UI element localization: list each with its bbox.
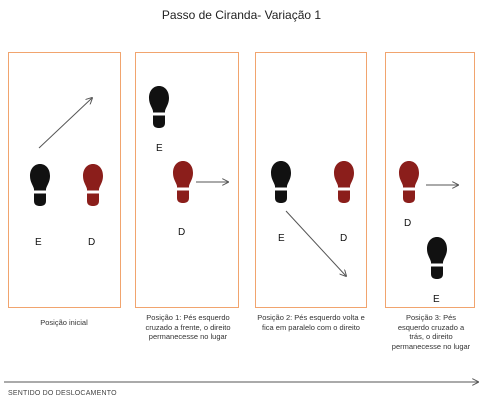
left-foot-label: E bbox=[35, 237, 42, 248]
right-foot-icon bbox=[399, 161, 419, 203]
right-foot-icon bbox=[173, 161, 193, 203]
panel-2-caption: Posição 1: Pés esquerdo cruzado a frente… bbox=[145, 313, 231, 341]
diagonal-arrow bbox=[38, 98, 92, 149]
panel-position-1: E D bbox=[135, 52, 239, 308]
panel-2-drawing: E D bbox=[149, 86, 240, 238]
left-foot-label: E bbox=[156, 143, 163, 154]
right-foot-label: D bbox=[340, 233, 347, 244]
panel-3-drawing: E D bbox=[271, 161, 354, 309]
right-foot-label: D bbox=[404, 218, 411, 229]
right-foot-label: D bbox=[88, 237, 95, 248]
direction-label: SENTIDO DO DESLOCAMENTO bbox=[8, 390, 117, 397]
panel-initial-position: E D bbox=[8, 52, 121, 308]
panel-position-3: D E bbox=[385, 52, 475, 308]
panel-1-drawing: E D bbox=[30, 53, 103, 248]
panel-4-drawing: D E bbox=[399, 161, 476, 305]
panel-3-caption: Posição 2: Pés esquerdo volta e fica em … bbox=[257, 313, 365, 332]
diagonal-arrow bbox=[285, 210, 346, 276]
left-foot-icon bbox=[30, 164, 50, 206]
left-foot-label: E bbox=[433, 294, 440, 305]
direction-arrow bbox=[4, 376, 483, 388]
panel-1-caption: Posição inicial bbox=[40, 318, 88, 327]
right-foot-label: D bbox=[178, 227, 185, 238]
left-foot-icon bbox=[271, 161, 291, 203]
right-foot-icon bbox=[83, 164, 103, 206]
left-foot-label: E bbox=[278, 233, 285, 244]
diagram-title: Passo de Ciranda- Variação 1 bbox=[161, 8, 322, 22]
panel-position-2: E D bbox=[255, 52, 367, 308]
left-foot-icon bbox=[427, 237, 447, 279]
right-foot-icon bbox=[334, 161, 354, 203]
panel-4-caption: Posição 3: Pés esquerdo cruzado a trás, … bbox=[391, 313, 471, 351]
left-foot-icon bbox=[149, 86, 169, 128]
